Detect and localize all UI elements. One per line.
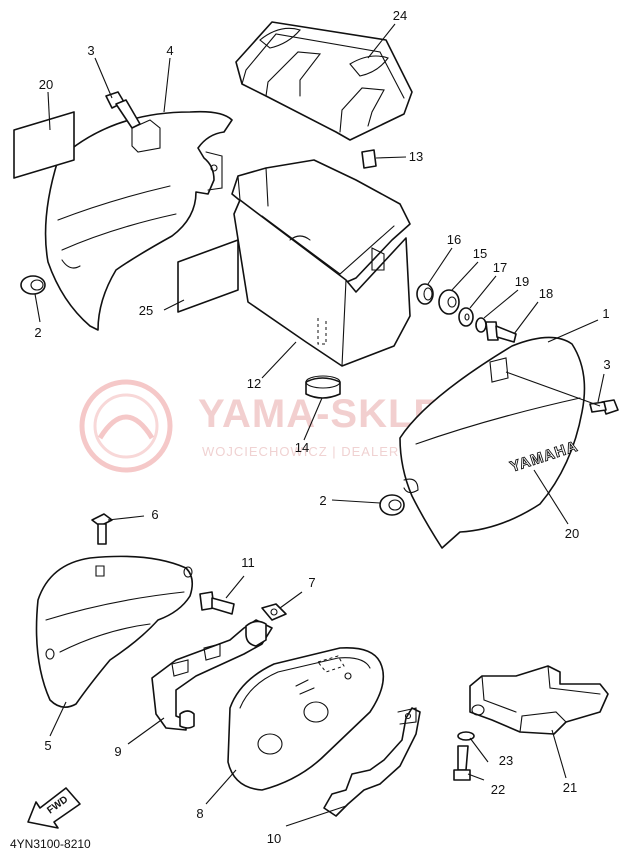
part-8-tool-case <box>227 646 385 791</box>
callout-6: 6 <box>151 507 158 522</box>
watermark-subtitle: WOJCIECHOWICZ | DEALER YAMAHA <box>202 444 464 459</box>
callout-21: 21 <box>563 780 577 795</box>
part-25-decal-sheet <box>177 239 239 313</box>
callout-5: 5 <box>44 738 51 753</box>
callout-16: 16 <box>447 232 461 247</box>
callout-2-right: 2 <box>319 493 326 508</box>
fwd-arrow-icon <box>27 787 81 829</box>
part-16-collar <box>416 283 434 305</box>
callout-3-top: 3 <box>87 43 94 58</box>
part-2-grommet-right <box>379 494 405 516</box>
callout-9: 9 <box>114 744 121 759</box>
part-1-right-side-cover: YAMAHA <box>399 336 586 549</box>
callout-13: 13 <box>409 149 423 164</box>
callout-19: 19 <box>515 274 529 289</box>
callout-22: 22 <box>491 782 505 797</box>
part-code: 4YN3100-8210 <box>10 837 91 851</box>
part-18-bolt <box>485 321 517 343</box>
watermark-logo <box>79 379 173 473</box>
callout-17: 17 <box>493 260 507 275</box>
part-6-screw <box>91 513 113 545</box>
callout-2-left: 2 <box>34 325 41 340</box>
part-14-damper <box>305 375 341 399</box>
callout-8: 8 <box>196 806 203 821</box>
callout-25: 25 <box>139 303 153 318</box>
part-10-strap <box>323 707 421 817</box>
part-13-clip <box>361 149 377 169</box>
leader-lines <box>34 23 605 827</box>
part-15-grommet <box>438 289 460 315</box>
fwd-arrow: FWD <box>27 787 81 829</box>
part-5-lower-cover <box>35 555 194 708</box>
part-21-bracket <box>469 665 609 735</box>
callout-20-left: 20 <box>39 77 53 92</box>
callout-18: 18 <box>539 286 553 301</box>
callout-14: 14 <box>295 440 309 455</box>
part-24-battery-cover <box>235 21 413 141</box>
part-22-bolt <box>453 745 471 781</box>
part-3-bolt-right <box>589 399 619 415</box>
part-11-bolt <box>199 591 235 615</box>
callout-10: 10 <box>267 831 281 846</box>
callout-4: 4 <box>166 43 173 58</box>
callout-1: 1 <box>602 306 609 321</box>
part-2-grommet-left <box>20 275 46 295</box>
callout-3-right: 3 <box>603 357 610 372</box>
callout-11: 11 <box>241 555 255 570</box>
part-9-bracket <box>151 619 273 731</box>
callout-23: 23 <box>499 753 513 768</box>
part-17-washer <box>458 307 474 327</box>
callout-15: 15 <box>473 246 487 261</box>
callout-12: 12 <box>247 376 261 391</box>
part-4-left-side-panel <box>44 110 233 331</box>
part-19-washer <box>475 317 487 333</box>
part-23-washer <box>457 731 475 741</box>
part-12-battery-box <box>231 159 411 367</box>
callout-numbers: 24 3 4 20 13 2 25 16 15 17 19 18 12 1 3 … <box>34 8 610 846</box>
part-3-bolt-top <box>105 91 141 129</box>
callout-7: 7 <box>308 575 315 590</box>
part-20-decal-left <box>13 111 75 179</box>
callout-20-right: 20 <box>565 526 579 541</box>
callout-24: 24 <box>393 8 407 23</box>
